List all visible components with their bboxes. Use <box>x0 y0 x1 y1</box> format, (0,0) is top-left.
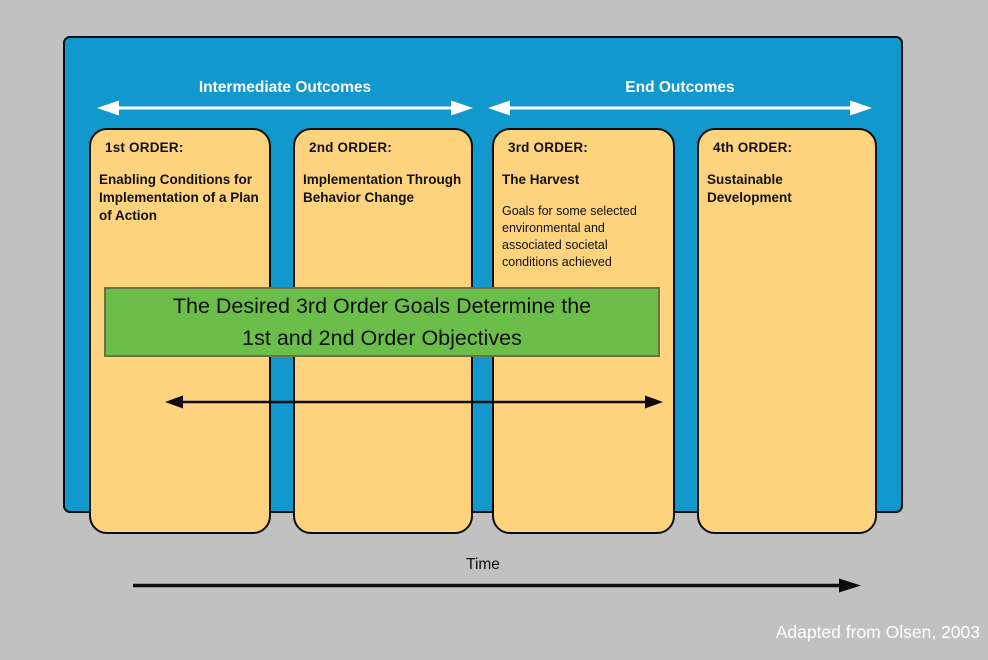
order-box-3-subtitle: The Harvest <box>502 172 580 187</box>
goals-banner-line1: The Desired 3rd Order Goals Determine th… <box>172 293 592 318</box>
order-box-2-header: 2nd ORDER: <box>309 140 392 155</box>
order-box-2-subtitle: Implementation Through Behavior Change <box>303 172 462 205</box>
orders-span-arrow-icon <box>165 395 663 409</box>
order-box-4-header: 4th ORDER: <box>713 140 793 155</box>
intermediate-outcomes-arrow-icon <box>97 100 473 116</box>
time-axis-arrow-icon <box>133 578 861 593</box>
end-outcomes-label: End Outcomes <box>625 79 735 96</box>
order-box-4-subtitle: Sustainable Development <box>707 172 792 205</box>
order-box-3-header: 3rd ORDER: <box>508 140 589 155</box>
end-outcomes-arrow-icon <box>488 100 872 116</box>
intermediate-outcomes-label: Intermediate Outcomes <box>198 79 372 96</box>
order-box-1-subtitle: Enabling Conditions for Implementation o… <box>99 172 259 223</box>
order-box-4: 4th ORDER: Sustainable Development <box>697 128 877 534</box>
goals-banner: The Desired 3rd Order Goals Determine th… <box>104 287 660 357</box>
order-box-1-header: 1st ORDER: <box>105 140 184 155</box>
attribution-text: Adapted from Olsen, 2003 <box>775 622 980 642</box>
order-box-3-body: Goals for some selected environmental an… <box>502 203 637 269</box>
goals-banner-line2: 1st and 2nd Order Objectives <box>242 326 522 350</box>
time-axis-label: Time <box>466 556 500 573</box>
